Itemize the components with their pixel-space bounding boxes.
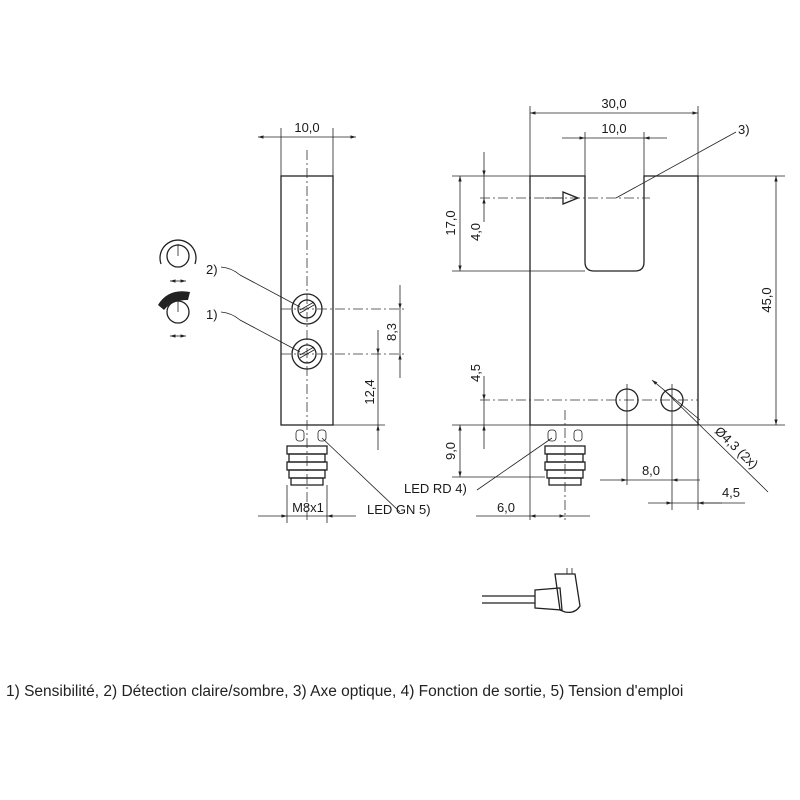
dim-connector-offset-label: 6,0 [497,500,515,515]
dim-hole-from-base-label: 4,5 [468,364,483,382]
dim-pot-spacing-label: 8,3 [384,323,399,341]
sensitivity-icon [158,291,190,338]
dim-axis-offset-label: 4,0 [468,223,483,241]
callout-led-gn: LED GN 5) [367,502,431,517]
front-view: 10,0 8,3 12,4 [158,120,431,523]
light-dark-icon [159,239,197,283]
legend-caption: 1) Sensibilité, 2) Détection claire/somb… [6,683,684,700]
sensor-body-side [529,175,699,426]
angled-cable-connector [482,568,581,614]
led-gn-side [573,429,583,442]
dim-thread-label: M8x1 [292,500,324,515]
dim-pot-base-label: 12,4 [362,379,377,404]
dim-hole-diameter-label: Ø4,3 (2x) [712,423,761,471]
callout-led-rd: LED RD 4) [404,481,467,496]
dim-connector-height-label: 9,0 [443,442,458,460]
dim-front-width-label: 10,0 [294,120,319,135]
led-rd-side [547,429,557,442]
led-gn-front [317,429,327,442]
callout-3: 3) [738,122,750,137]
side-view: 30,0 10,0 3) 17,0 4,0 45,0 [404,96,785,520]
dim-slot-width-label: 10,0 [601,121,626,136]
dim-hole-edge-label: 4,5 [722,485,740,500]
dim-height-label: 45,0 [759,287,774,312]
led-rd-front [295,429,305,442]
m8-connector-front [286,445,328,486]
dim-side-width-label: 30,0 [601,96,626,111]
dim-slot-depth-label: 17,0 [443,210,458,235]
callout-1: 1) [206,307,218,322]
dim-hole-spacing-label: 8,0 [642,463,660,478]
callout-2: 2) [206,262,218,277]
